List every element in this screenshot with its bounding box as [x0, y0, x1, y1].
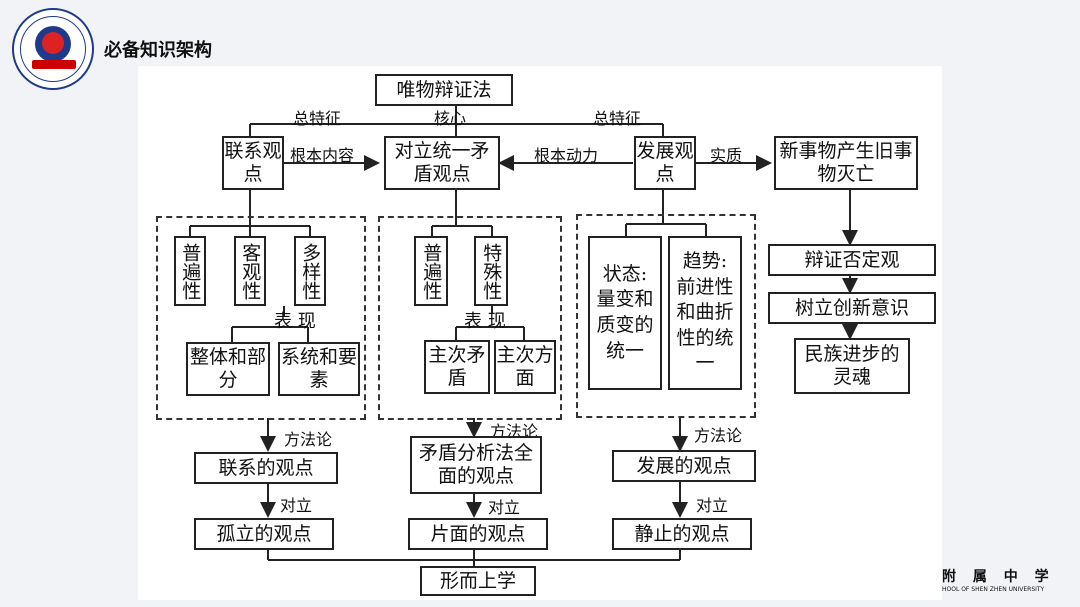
- conn-manifest-label: 表 现: [274, 311, 316, 332]
- whole-and-part-box: 整体和部分: [186, 342, 270, 396]
- oppose-label-development: 对立: [696, 496, 729, 515]
- basic-content-label: 根本内容: [290, 146, 355, 165]
- trait-universal: 普遍性: [174, 236, 206, 306]
- dev-trend-box: 趋势:前进性和曲折性的统一: [668, 236, 742, 390]
- trait-diverse: 多样性: [294, 236, 326, 306]
- system-and-element-box: 系统和要素: [278, 342, 360, 396]
- trait-particularity: 特殊性: [474, 236, 508, 306]
- connection-group: [156, 216, 366, 420]
- concept-map: 唯物辩证法 核心 总特征 总特征 联系观点 根本内容 对立统一矛盾观点 根本动力…: [138, 66, 942, 600]
- primary-secondary-aspect-box: 主次方面: [494, 340, 556, 394]
- logo-ring: [20, 16, 86, 82]
- method-label-development: 方法论: [694, 426, 743, 445]
- oppose-label-contradiction: 对立: [488, 498, 521, 517]
- method-label-connection: 方法论: [284, 430, 333, 449]
- contra-manifest-label: 表 现: [464, 311, 506, 332]
- new-things-box: 新事物产生旧事物灭亡: [774, 136, 918, 190]
- connection-method-box: 联系的观点: [194, 452, 338, 484]
- page-title: 必备知识架构: [104, 40, 212, 61]
- feature-left-label: 总特征: [293, 109, 342, 128]
- contradiction-group: [378, 216, 562, 420]
- contradiction-method-box: 矛盾分析法全面的观点: [410, 436, 542, 494]
- dev-state-box: 状态:量变和质变的统一: [588, 236, 662, 390]
- innovation-box: 树立创新意识: [768, 292, 936, 324]
- development-method-box: 发展的观点: [612, 450, 756, 482]
- trait-universality: 普遍性: [414, 236, 448, 306]
- school-logo: [12, 8, 94, 90]
- development-group: [576, 214, 756, 418]
- core-label: 核心: [434, 109, 467, 128]
- connection-view-box: 联系观点: [222, 136, 284, 190]
- static-view-box: 静止的观点: [612, 518, 752, 550]
- oppose-label-connection: 对立: [280, 496, 313, 515]
- metaphysics-box: 形而上学: [420, 566, 536, 596]
- logo-banner: [32, 60, 76, 69]
- national-soul-box: 民族进步的灵魂: [794, 338, 910, 394]
- root-dialectics: 唯物辩证法: [375, 74, 513, 106]
- essence-label: 实质: [710, 146, 743, 165]
- primary-secondary-contradiction-box: 主次矛盾: [424, 340, 490, 394]
- contradiction-view-box: 对立统一矛盾观点: [384, 136, 500, 190]
- school-name-cn: 附 属 中 学: [942, 569, 1055, 585]
- basic-force-label: 根本动力: [534, 146, 599, 165]
- trait-objective: 客观性: [234, 236, 266, 306]
- dialectical-negation-box: 辩证否定观: [768, 244, 936, 276]
- feature-right-label: 总特征: [593, 109, 642, 128]
- development-view-box: 发展观点: [634, 136, 696, 190]
- school-name-en: HOOL OF SHEN ZHEN UNIVERSITY: [942, 586, 1045, 593]
- isolated-view-box: 孤立的观点: [194, 518, 334, 550]
- connector-lines: [189, 103, 858, 566]
- logo-emblem-center: [42, 32, 64, 54]
- one-sided-view-box: 片面的观点: [408, 518, 548, 550]
